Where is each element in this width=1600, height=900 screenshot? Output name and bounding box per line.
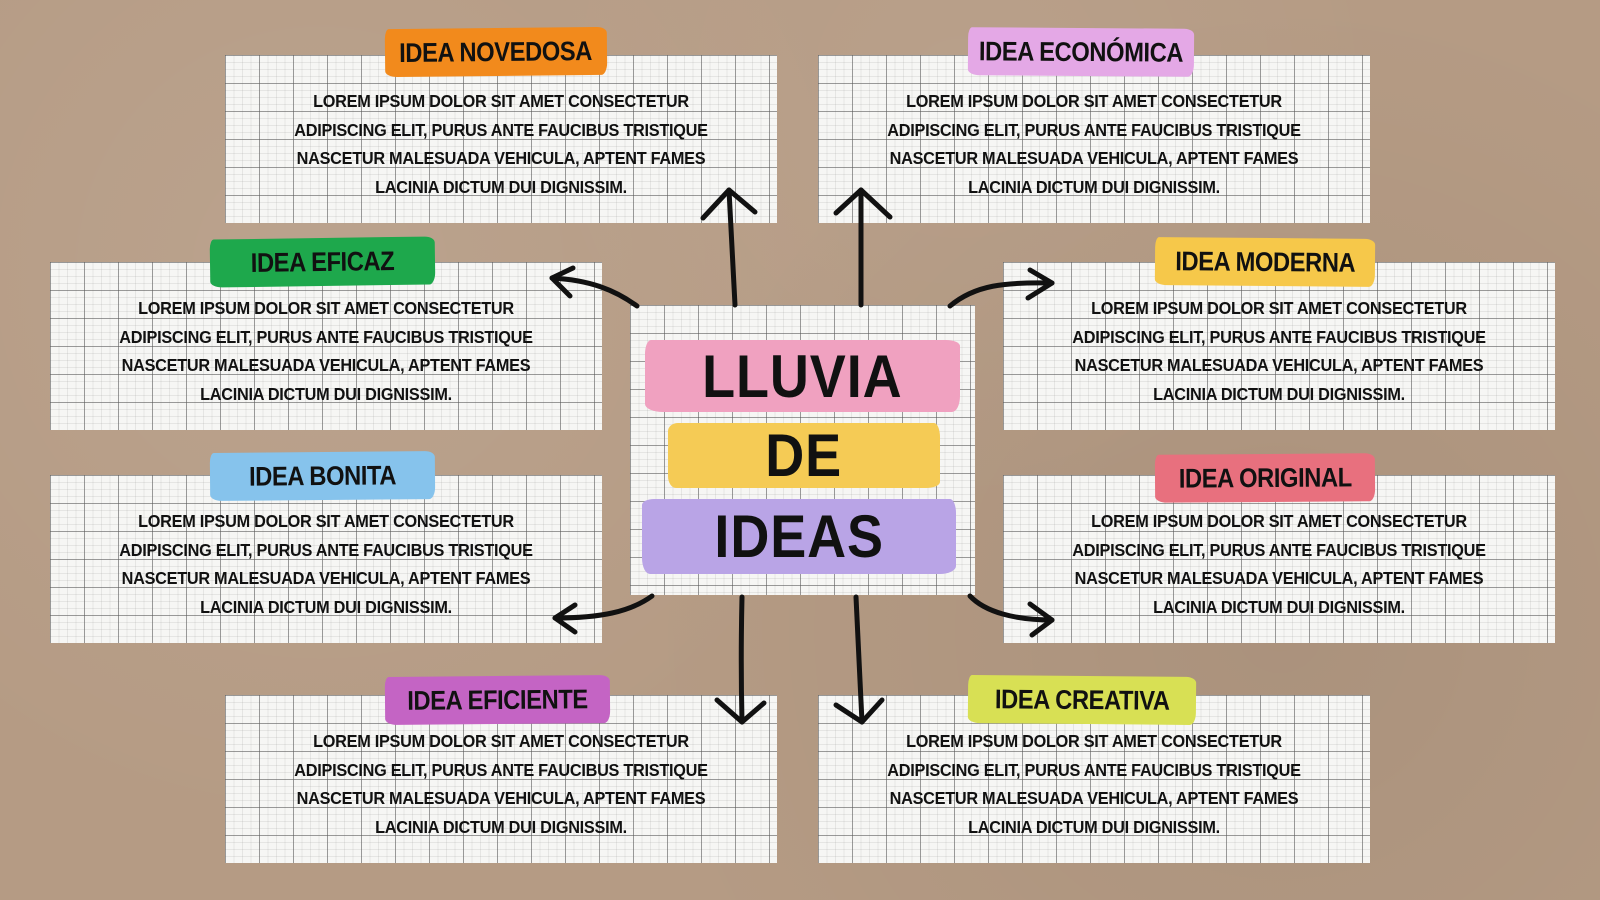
title-card: LLUVIA DE IDEAS [630,305,975,595]
idea-card-eficaz: LOREM IPSUM DOLOR SIT AMET CONSECTETUR A… [50,262,602,430]
title-line-1: LLUVIA [702,342,903,410]
idea-label-economica: IDEA ECONÓMICA [967,27,1195,77]
idea-text-novedosa: LOREM IPSUM DOLOR SIT AMET CONSECTETUR A… [294,91,708,197]
idea-label-original: IDEA ORIGINAL [1154,453,1376,503]
title-stripe-ideas: IDEAS [642,499,956,574]
idea-text-economica: LOREM IPSUM DOLOR SIT AMET CONSECTETUR A… [887,91,1301,197]
title-line-3: IDEAS [714,503,884,570]
title-line-2: DE [765,422,843,489]
idea-text-bonita: LOREM IPSUM DOLOR SIT AMET CONSECTETUR A… [119,511,533,617]
idea-label-novedosa: IDEA NOVEDOSA [384,26,608,78]
title-stripe-lluvia: LLUVIA [645,340,960,412]
idea-text-creativa: LOREM IPSUM DOLOR SIT AMET CONSECTETUR A… [887,731,1301,837]
idea-card-novedosa: LOREM IPSUM DOLOR SIT AMET CONSECTETUR A… [225,55,777,223]
idea-text-eficiente: LOREM IPSUM DOLOR SIT AMET CONSECTETUR A… [294,731,708,837]
idea-label-bonita: IDEA BONITA [209,451,436,501]
idea-card-economica: LOREM IPSUM DOLOR SIT AMET CONSECTETUR A… [818,55,1370,223]
idea-card-bonita: LOREM IPSUM DOLOR SIT AMET CONSECTETUR A… [50,475,602,643]
idea-card-moderna: LOREM IPSUM DOLOR SIT AMET CONSECTETUR A… [1003,262,1555,430]
idea-label-moderna: IDEA MODERNA [1154,237,1376,287]
idea-text-moderna: LOREM IPSUM DOLOR SIT AMET CONSECTETUR A… [1072,298,1486,404]
idea-label-eficaz: IDEA EFICAZ [209,236,436,288]
title-stripe-de: DE [668,422,940,489]
idea-label-eficiente: IDEA EFICIENTE [384,675,611,725]
idea-text-original: LOREM IPSUM DOLOR SIT AMET CONSECTETUR A… [1072,511,1486,617]
idea-text-eficaz: LOREM IPSUM DOLOR SIT AMET CONSECTETUR A… [119,298,533,404]
idea-label-creativa: IDEA CREATIVA [967,675,1197,725]
idea-card-original: LOREM IPSUM DOLOR SIT AMET CONSECTETUR A… [1003,475,1555,643]
